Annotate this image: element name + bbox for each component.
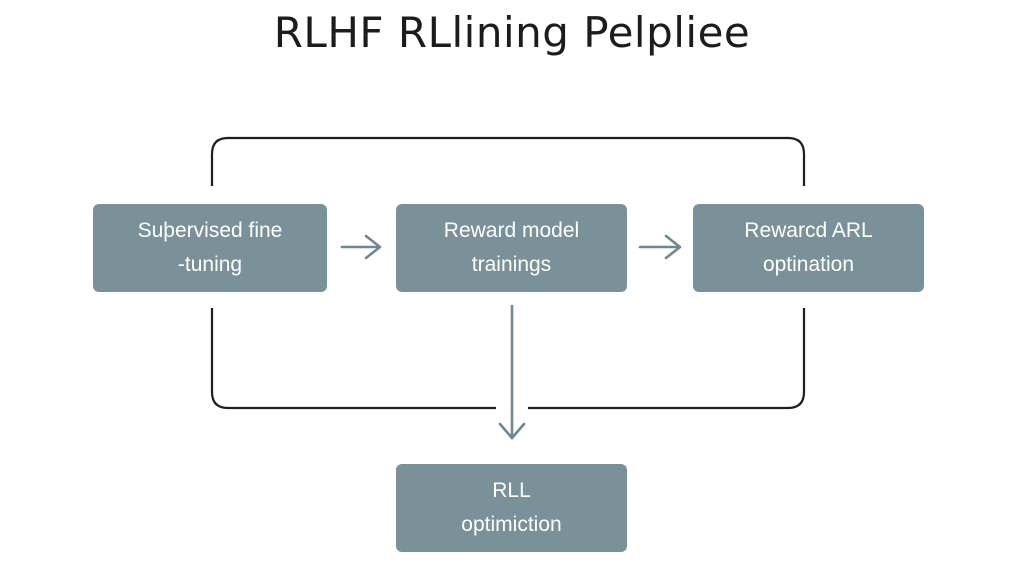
node-label-line1: Rewarcd ARL bbox=[744, 219, 873, 242]
node-label-line1: Reward model bbox=[443, 219, 580, 242]
node-rl-optimization: RLL optimiction bbox=[396, 464, 627, 552]
node-label-line2: optination bbox=[762, 253, 855, 276]
node-label-line2: trainings bbox=[471, 253, 552, 276]
node-supervised-fine-tuning: Suþervised fine -tuning bbox=[93, 204, 327, 292]
node-label-line1: RLL bbox=[492, 479, 531, 502]
node-reward-model-training: Reward model trainings bbox=[396, 204, 627, 292]
node-reward-arl-optimization: Rewarcd ARL optination bbox=[693, 204, 924, 292]
bottom-bracket-connector bbox=[210, 308, 806, 410]
diagram-title: RLHF RLlining Pelpliee bbox=[273, 8, 751, 57]
arrow-reward-model-to-rl-opt bbox=[498, 304, 526, 440]
arrow-reward-model-to-reward-arl bbox=[638, 234, 682, 260]
node-label-line2: optimiction bbox=[461, 513, 562, 536]
node-label-line2: -tuning bbox=[177, 253, 243, 276]
top-bracket-connector bbox=[210, 136, 806, 186]
arrow-sft-to-reward-model bbox=[340, 234, 382, 260]
node-label-line1: Suþervised fine bbox=[137, 219, 283, 242]
